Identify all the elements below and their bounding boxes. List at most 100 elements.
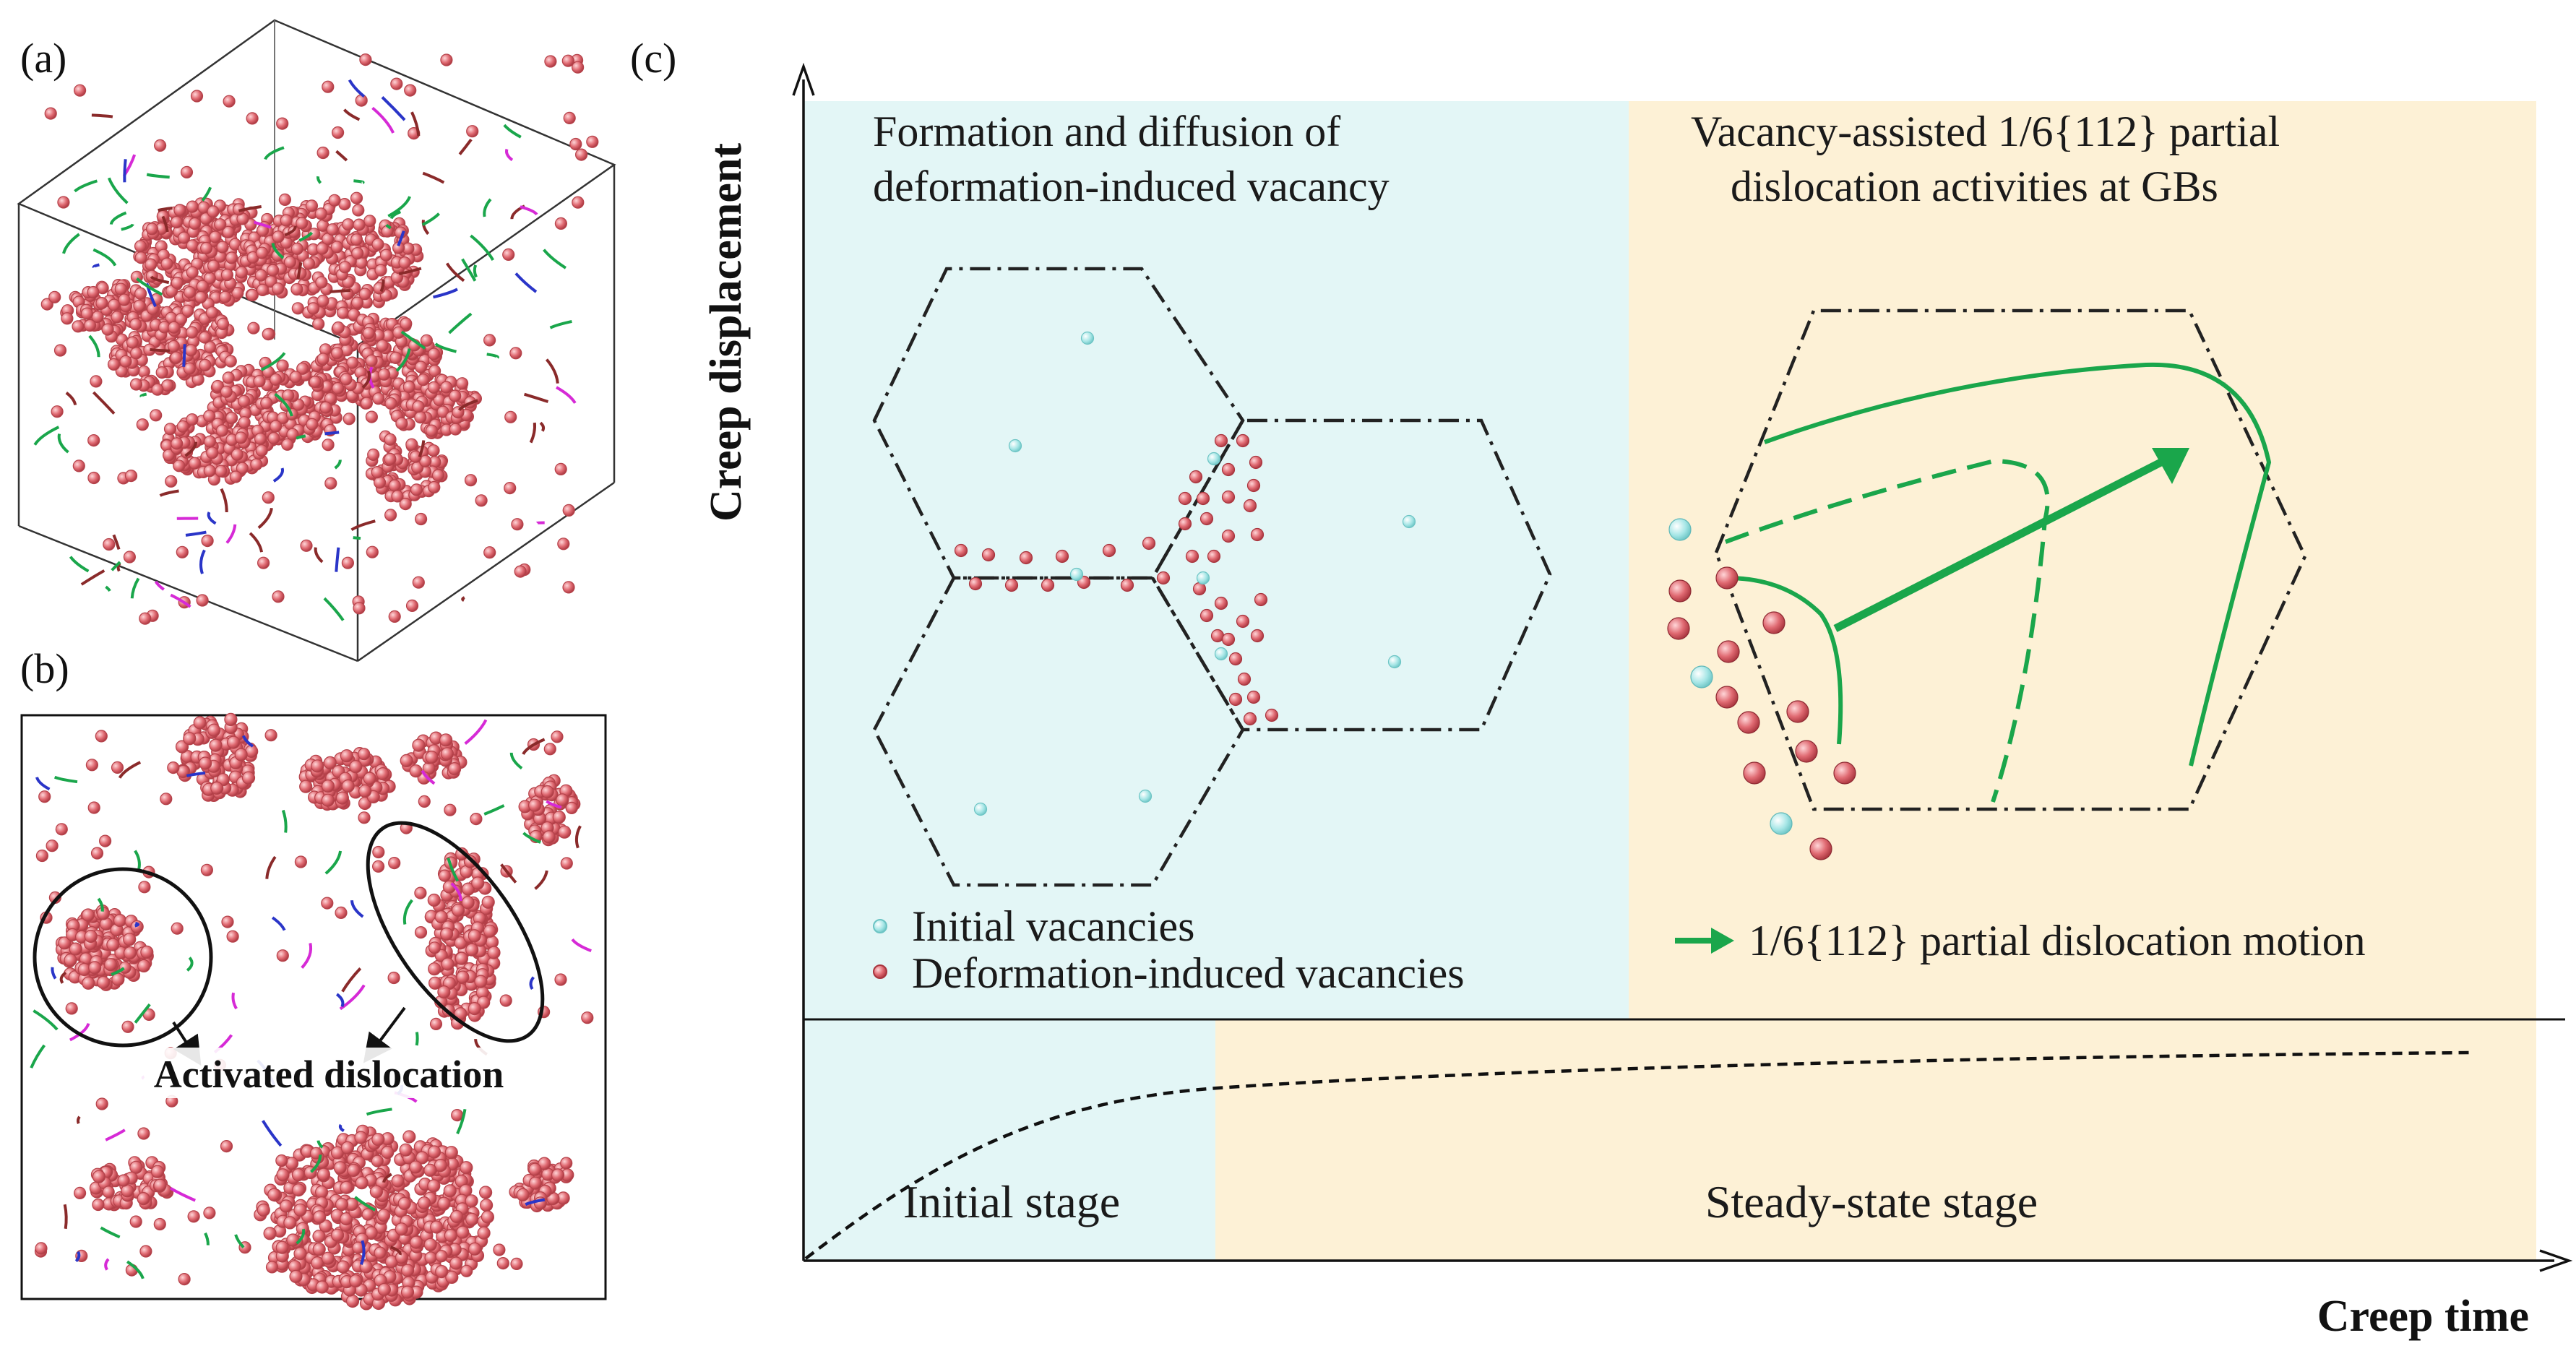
atom xyxy=(262,328,275,341)
atom xyxy=(414,925,428,939)
atom xyxy=(456,1225,470,1239)
atom xyxy=(64,953,77,967)
atom xyxy=(572,196,585,209)
atom xyxy=(440,381,453,394)
atom xyxy=(103,538,116,551)
atom xyxy=(481,1210,495,1224)
atom xyxy=(188,457,202,470)
atom xyxy=(133,299,146,312)
dislocation-segment xyxy=(69,1022,90,1042)
atom xyxy=(300,539,313,552)
atom xyxy=(293,1203,307,1217)
atom xyxy=(374,1246,387,1259)
atom xyxy=(200,241,213,255)
atom xyxy=(331,347,344,360)
deformation-vacancy xyxy=(1246,478,1261,493)
atom xyxy=(276,1168,290,1182)
dislocation-segment xyxy=(265,855,277,879)
dislocation-segment xyxy=(51,967,57,980)
atom xyxy=(391,1174,405,1188)
atom xyxy=(281,438,294,451)
atom xyxy=(134,251,147,264)
dislocation-segment xyxy=(154,580,165,591)
atom xyxy=(119,355,132,368)
atom xyxy=(428,941,441,954)
atom xyxy=(527,798,542,812)
dislocation-segment xyxy=(549,319,572,329)
atom xyxy=(316,242,329,255)
atom xyxy=(369,1185,384,1199)
dislocation-segment xyxy=(316,176,322,184)
atom xyxy=(171,922,184,935)
atom xyxy=(362,327,375,340)
dislocation-segment xyxy=(186,957,194,972)
dislocation-segment xyxy=(310,1154,322,1173)
atom xyxy=(321,1251,335,1265)
atom xyxy=(306,418,319,431)
atom xyxy=(571,61,585,74)
dislocation-segment xyxy=(366,1108,392,1116)
dislocation-segment xyxy=(134,850,141,870)
atom xyxy=(236,462,249,475)
deformation-vacancy xyxy=(954,543,968,558)
atom xyxy=(424,1251,437,1264)
atom xyxy=(340,1180,353,1194)
atom xyxy=(321,897,334,910)
dislocation-segment xyxy=(111,561,121,571)
dislocation-segment xyxy=(130,577,140,599)
atom-cluster-a xyxy=(33,53,599,625)
atom xyxy=(73,1186,87,1200)
atom xyxy=(206,446,219,459)
atom xyxy=(332,126,345,139)
dislocation-segment xyxy=(398,267,422,276)
atom xyxy=(291,302,304,315)
atom xyxy=(219,290,232,303)
deformation-vacancy xyxy=(1102,543,1116,558)
initial-vacancy xyxy=(1387,655,1402,669)
atom xyxy=(347,1163,361,1178)
dislocation-segment xyxy=(448,312,473,334)
atom xyxy=(538,1157,551,1170)
deformation-vacancy xyxy=(1207,549,1221,564)
atom xyxy=(167,761,180,774)
atom xyxy=(46,839,59,852)
atom xyxy=(123,946,137,960)
dislocation-segment xyxy=(186,771,206,777)
dislocation-segment xyxy=(69,556,90,573)
dislocation-segment xyxy=(53,775,78,784)
atom xyxy=(224,355,237,368)
atom xyxy=(217,317,230,330)
atom xyxy=(221,915,234,928)
atom xyxy=(220,385,233,398)
atom xyxy=(371,860,385,873)
atom xyxy=(123,551,136,564)
deformation-vacancy xyxy=(1199,608,1214,623)
atom xyxy=(272,282,285,295)
dislocation-segment xyxy=(402,899,413,925)
dislocation-segment xyxy=(123,159,127,183)
atom xyxy=(234,431,248,444)
atom xyxy=(460,1264,473,1277)
atom xyxy=(292,398,305,411)
atom xyxy=(499,994,512,1007)
atom xyxy=(412,576,425,589)
dislocation-segment xyxy=(387,196,411,217)
atom xyxy=(409,764,423,778)
atom xyxy=(390,77,403,90)
deformation-vacancy xyxy=(1178,491,1192,506)
dislocation-segment xyxy=(500,863,517,884)
atom xyxy=(427,381,441,394)
atom xyxy=(255,444,268,457)
atom xyxy=(423,1238,437,1251)
atom xyxy=(299,780,313,793)
dislocation-segment xyxy=(57,433,69,454)
atom xyxy=(276,949,289,962)
atom xyxy=(186,266,199,279)
atom xyxy=(336,1260,350,1274)
atom xyxy=(80,307,94,320)
dislocation-segment xyxy=(335,150,348,162)
dislocation-outer xyxy=(1763,362,2272,767)
atom xyxy=(360,397,373,410)
atom xyxy=(371,465,384,479)
